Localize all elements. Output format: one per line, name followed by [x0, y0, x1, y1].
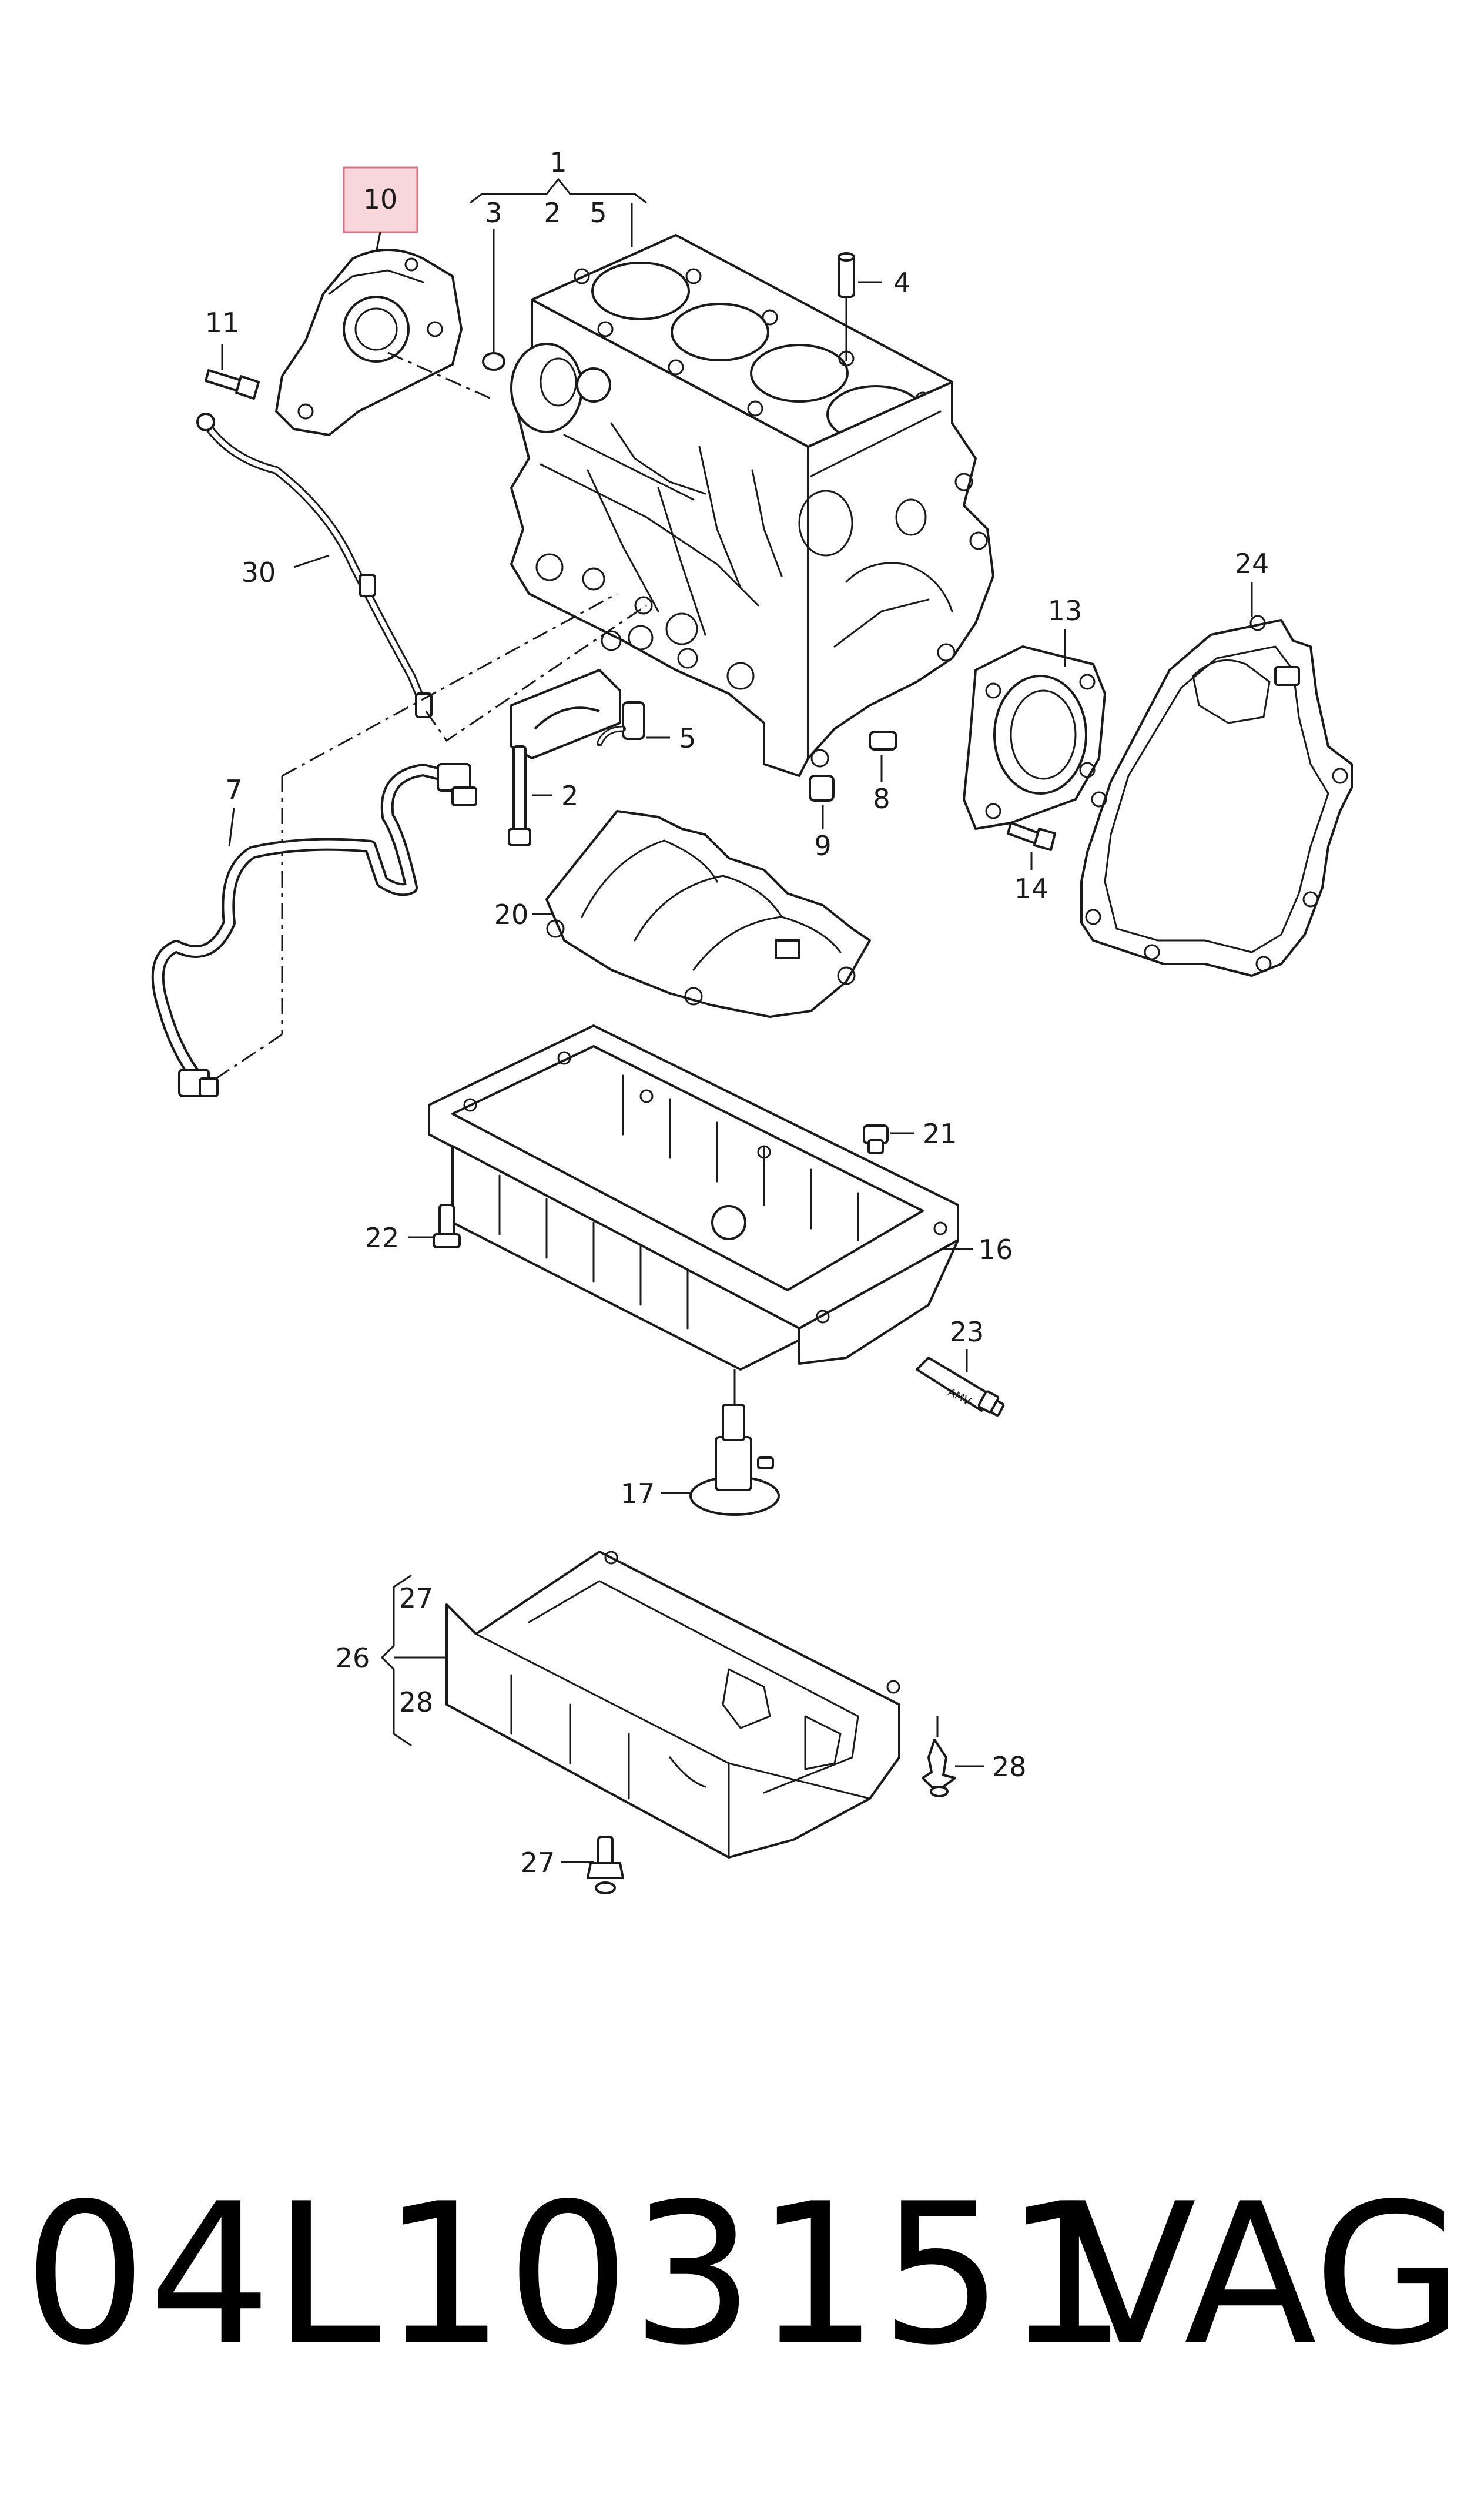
callout-21-label: 21	[923, 1118, 957, 1150]
callout-5a-label: 5	[589, 197, 607, 229]
callout-11-label: 11	[205, 307, 240, 339]
callout-27b-label: 27	[521, 1847, 555, 1879]
rear-cover-flange-part	[275, 249, 463, 436]
callout-27a-label: 27	[399, 1582, 434, 1614]
callout-5b-label: 5	[679, 722, 696, 754]
front-cover-13-part	[963, 645, 1106, 830]
callout-30-label: 30	[242, 557, 276, 588]
callout-10-label: 10	[363, 183, 398, 215]
clip-27-part	[587, 1836, 624, 1894]
callout-10-highlight[interactable]: 10	[343, 166, 418, 233]
bolt-14-part	[1007, 822, 1056, 851]
baffle-plate-20-part	[545, 810, 871, 1018]
callout-4-label: 4	[893, 267, 910, 299]
callout-9-label: 9	[814, 830, 831, 862]
callout-24-label: 24	[1235, 548, 1269, 580]
callout-13-label: 13	[1048, 595, 1083, 627]
callout-3-label: 3	[485, 197, 502, 229]
callout-8-label: 8	[873, 783, 890, 815]
oil-jet-5-part	[597, 701, 645, 746]
engine-block-part	[510, 234, 994, 777]
callout-2b-label: 2	[561, 780, 578, 812]
oil-hose-7-part	[151, 763, 477, 1097]
callout-22-label: 22	[365, 1222, 400, 1254]
brand-name: VAG	[1064, 2162, 1464, 2388]
bolt-22-part	[433, 1204, 461, 1248]
callout-16-label: 16	[979, 1234, 1013, 1265]
clip-28-part	[922, 1739, 956, 1797]
bolt-11-part	[205, 369, 260, 400]
sleeve-9-part	[809, 775, 835, 802]
sealant-tube-23-part: AMV	[916, 1357, 1005, 1417]
dowel-8-part	[869, 731, 897, 751]
callout-17-label: 17	[621, 1478, 655, 1509]
callout-2a-label: 2	[544, 197, 561, 229]
callout-28a-label: 28	[399, 1686, 434, 1718]
gasket-24-part	[1080, 615, 1353, 977]
plug-3-part	[482, 352, 505, 371]
callout-28b-label: 28	[992, 1751, 1027, 1783]
plug-21-part	[863, 1124, 889, 1154]
callout-23-label: 23	[950, 1316, 984, 1348]
upper-oil-pan-16-part	[428, 1024, 959, 1371]
part-number-footer: 04L103151 VAG	[0, 2151, 1484, 2398]
part-number: 04L103151	[24, 2162, 1130, 2388]
lower-oil-pan-part	[445, 1551, 900, 1859]
dowel-pin-4-part	[838, 252, 855, 298]
dipstick-tube-30-part	[196, 413, 433, 718]
oil-level-sensor-17-part	[689, 1404, 780, 1516]
callout-26-label: 26	[336, 1642, 370, 1674]
callout-20-label: 20	[494, 899, 529, 930]
callout-7-label: 7	[225, 774, 242, 806]
bearing-cap-2-part	[508, 669, 621, 846]
callout-1-label: 1	[550, 146, 567, 178]
callout-14-label: 14	[1014, 873, 1049, 905]
